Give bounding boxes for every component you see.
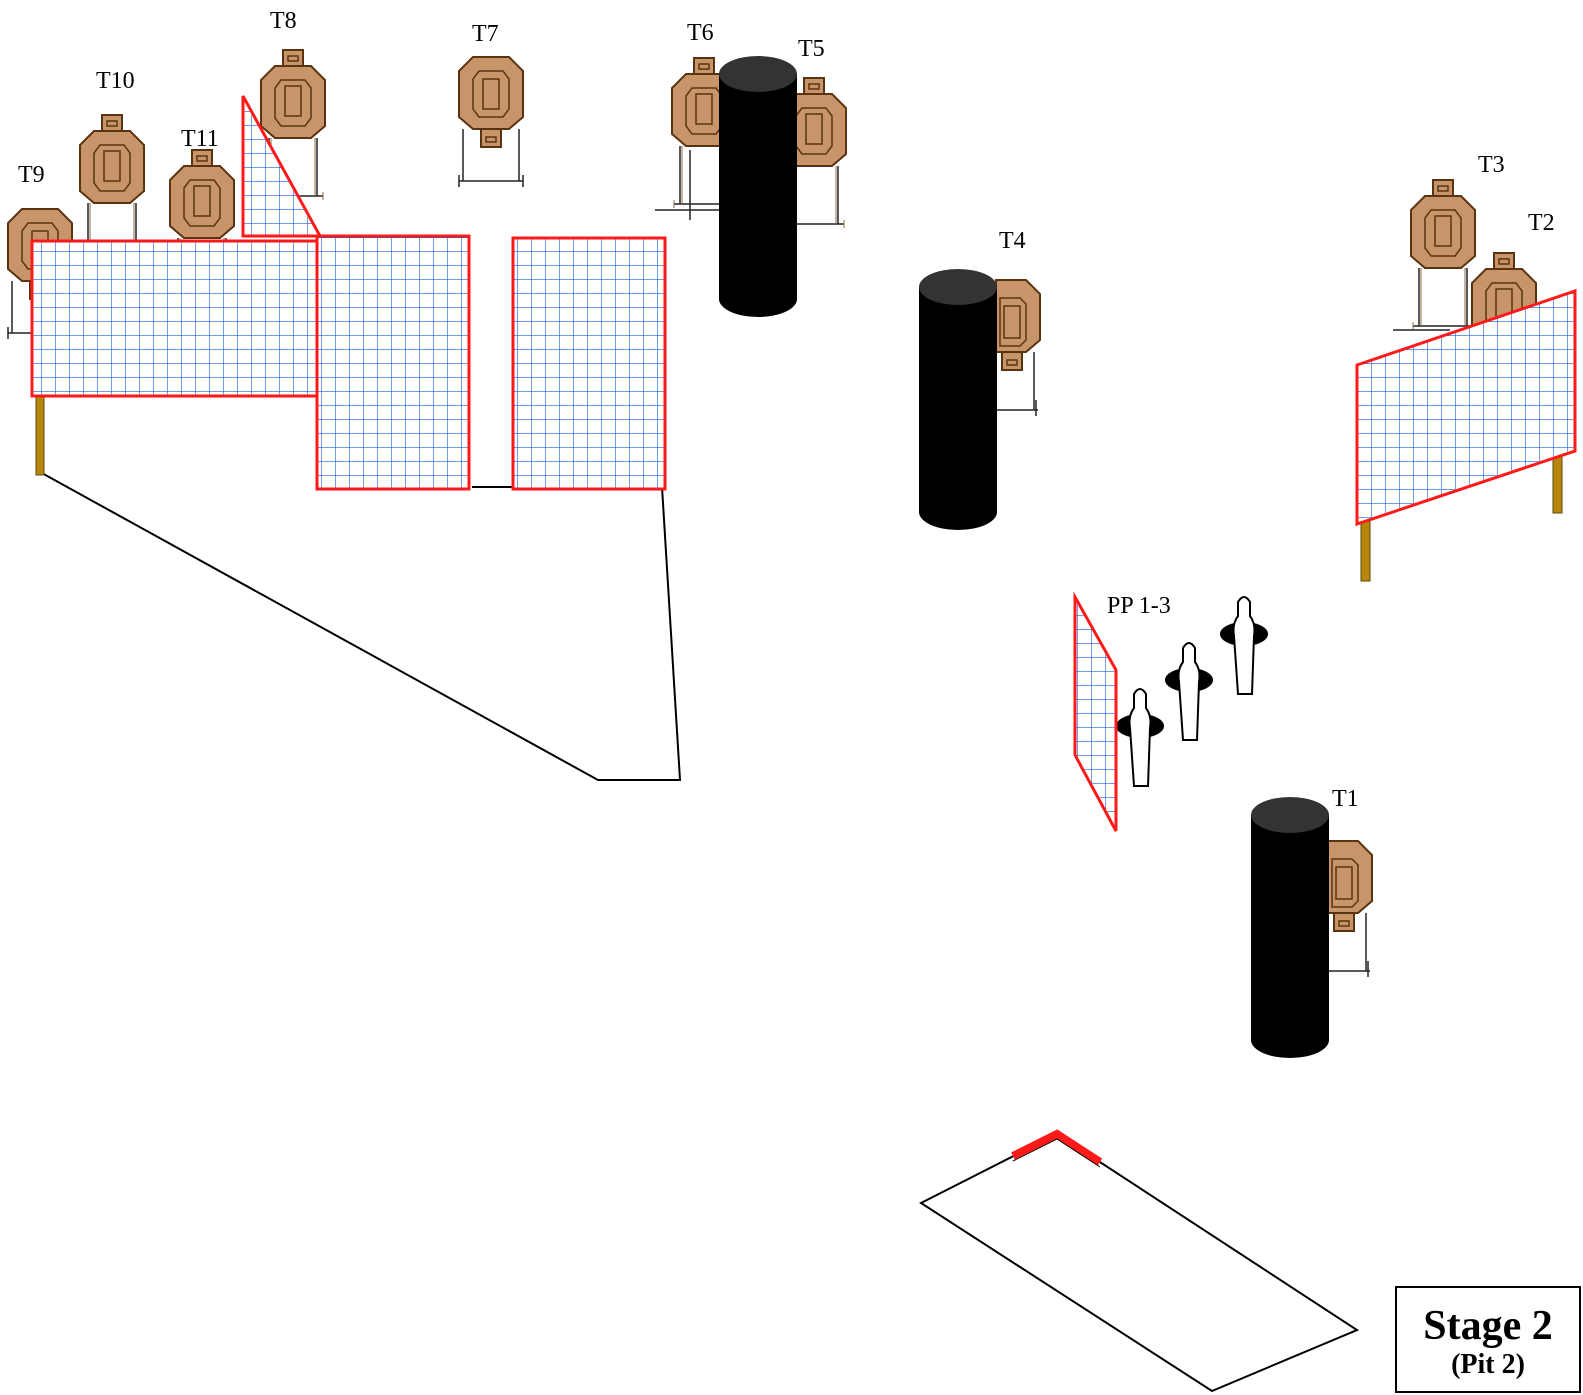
target-t6 <box>655 57 737 220</box>
target-t1 <box>1327 840 1373 978</box>
label-t8: T8 <box>270 8 297 34</box>
wall-popper <box>1073 591 1118 832</box>
stage-title: Stage 2 <box>1423 1303 1553 1349</box>
label-t9: T9 <box>18 162 45 188</box>
stage-title-box: Stage 2 (Pit 2) <box>1395 1286 1581 1393</box>
wall-left-right <box>511 236 667 491</box>
popper-pp1 <box>1115 688 1165 787</box>
wall-right <box>1355 288 1577 582</box>
label-t11: T11 <box>181 126 219 152</box>
label-t5: T5 <box>798 36 825 62</box>
label-t1: T1 <box>1332 786 1359 812</box>
shooting-box <box>918 1129 1360 1393</box>
wall-left-mid <box>315 234 471 491</box>
popper-pp2 <box>1164 642 1214 741</box>
popper-pp3 <box>1219 596 1269 695</box>
label-t4: T4 <box>999 228 1026 254</box>
target-t3 <box>1393 179 1476 331</box>
stage-subtitle: (Pit 2) <box>1451 1349 1525 1380</box>
barrel-t5-t6 <box>719 56 797 317</box>
wall-angled-t8 <box>241 95 323 238</box>
barrel-t4 <box>919 269 997 530</box>
wall-left-long <box>30 239 322 476</box>
label-t6: T6 <box>687 20 714 46</box>
barrel-t1 <box>1251 797 1329 1058</box>
label-t10: T10 <box>96 68 135 94</box>
label-pp: PP 1-3 <box>1107 593 1171 619</box>
fault-line-outline <box>39 471 682 781</box>
label-t7: T7 <box>472 21 499 47</box>
label-t3: T3 <box>1478 152 1505 178</box>
target-t7 <box>458 56 524 188</box>
label-t2: T2 <box>1528 210 1555 236</box>
target-t4 <box>995 279 1041 417</box>
